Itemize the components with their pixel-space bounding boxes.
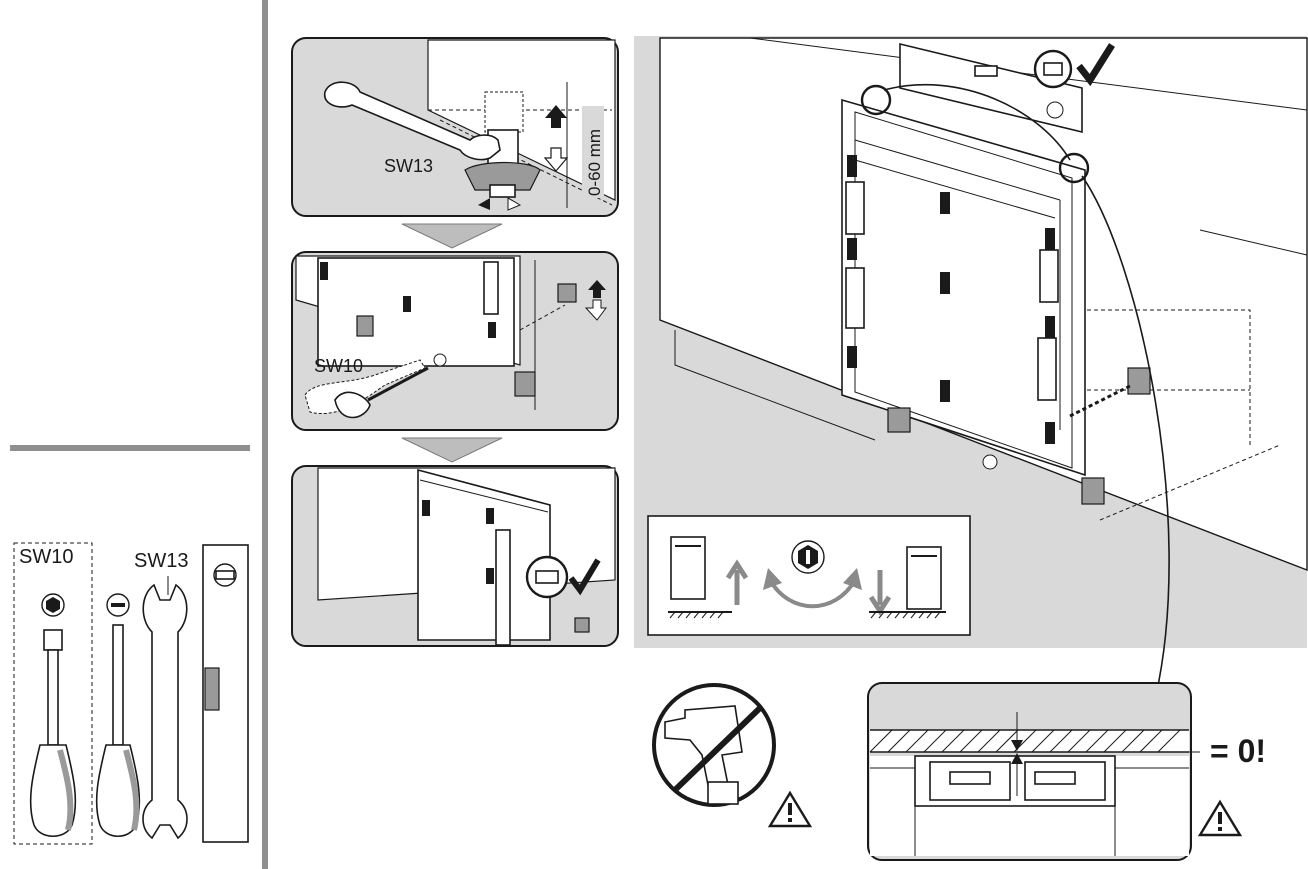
zero-gap-label: = 0!	[1210, 733, 1266, 769]
step-arrow-2	[401, 437, 503, 463]
step-panel-3	[291, 465, 619, 647]
checkmark-icon	[568, 558, 601, 596]
hex-screwdriver-icon	[29, 629, 77, 838]
screwdriver-size-label: SW10	[314, 356, 363, 376]
sw10-tool-label: SW10	[19, 546, 73, 568]
arrow-up-icon	[725, 559, 749, 605]
column-divider	[262, 0, 268, 869]
appliance-up-icon	[668, 536, 732, 619]
step-panel-2: SW10	[291, 251, 619, 431]
height-range-label: 0-60 mm	[585, 129, 604, 196]
appliance-down-icon	[869, 546, 946, 619]
rotation-pictogram	[647, 515, 971, 636]
hex-bit-icon	[41, 593, 65, 617]
spirit-level-tool	[202, 544, 249, 843]
level-checkmark-icon	[1076, 43, 1115, 87]
gap-detail-panel	[867, 682, 1200, 861]
step-arrow-1	[401, 223, 503, 249]
sw10-tool-box	[13, 542, 93, 845]
warning-icon	[767, 790, 813, 828]
rotate-hex-icon	[791, 540, 825, 574]
step-panel-1: SW13 0-60 mm	[291, 37, 619, 217]
flat-screwdriver-icon	[95, 593, 141, 838]
wrench-size-label: SW13	[384, 156, 433, 176]
no-drill-icon	[652, 683, 776, 807]
sw13-tool-label: SW13	[134, 550, 188, 572]
wrench-icon	[142, 576, 188, 840]
gap-warning-icon	[1197, 799, 1243, 837]
section-divider	[10, 445, 250, 451]
